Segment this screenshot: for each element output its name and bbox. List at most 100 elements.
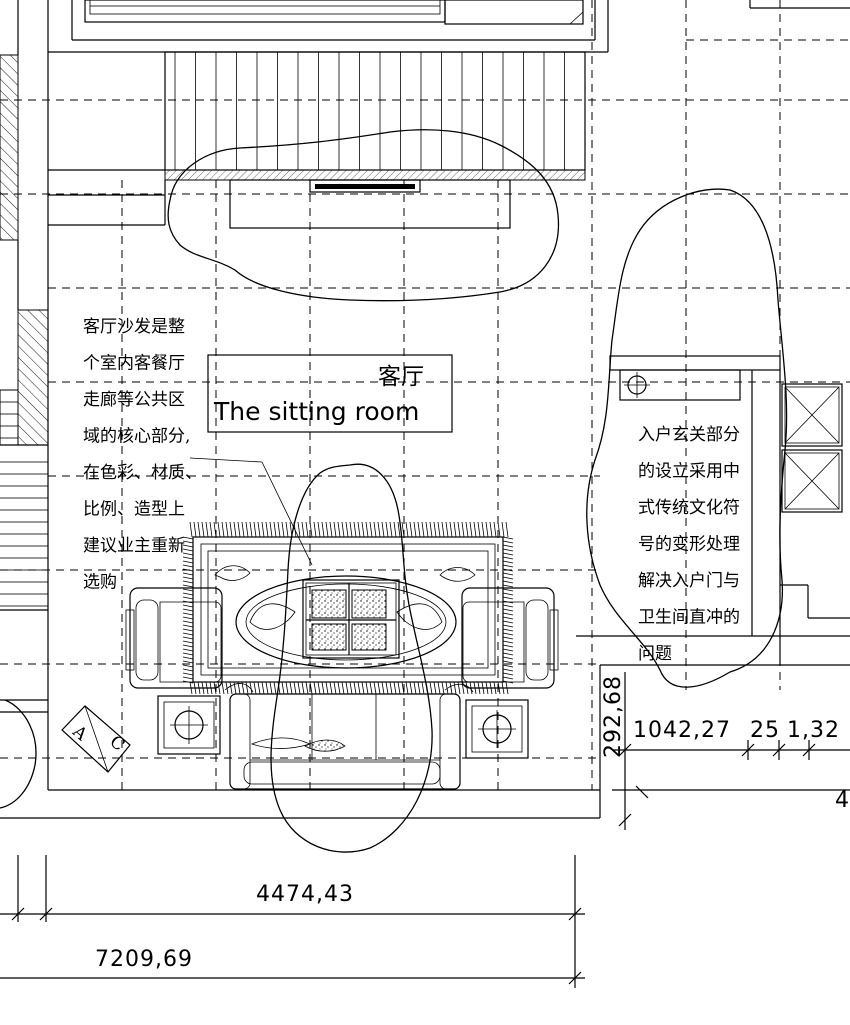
rug-fringe xyxy=(502,640,514,644)
tv-wall-panel xyxy=(48,51,586,229)
rug-fringe xyxy=(182,552,194,556)
rug-fringe xyxy=(401,681,405,695)
rug-fringe xyxy=(317,521,321,538)
rug-fringe xyxy=(401,521,405,538)
rug-fringe xyxy=(502,592,514,596)
rug-fringe xyxy=(453,521,457,538)
room-label-box: 客厅 The sitting room xyxy=(207,354,453,433)
top-cabinet xyxy=(84,0,584,25)
rug-fringe xyxy=(261,681,265,695)
rug-fringe xyxy=(345,521,349,538)
rug-fringe xyxy=(502,564,514,568)
note-leader-line xyxy=(189,457,263,463)
rug-fringe xyxy=(353,681,357,695)
rug-fringe xyxy=(369,521,373,538)
rug-fringe xyxy=(493,521,497,538)
rug-fringe xyxy=(365,521,369,538)
rug-fringe xyxy=(213,521,217,538)
rug-fringe xyxy=(261,521,265,538)
rug-fringe xyxy=(393,521,397,538)
rug-fringe xyxy=(182,664,194,668)
rug-fringe xyxy=(257,681,261,695)
rug-fringe xyxy=(301,681,305,695)
section-marker: A C xyxy=(61,705,131,773)
dimension-right-c: 1,32 xyxy=(787,718,840,743)
rug-fringe xyxy=(182,592,194,596)
rug-fringe xyxy=(502,588,514,592)
rug-fringe xyxy=(377,681,381,695)
rug-fringe xyxy=(325,681,329,695)
dimension-right-edge: 4 xyxy=(835,788,850,813)
rug-fringe xyxy=(277,681,281,695)
rug-fringe xyxy=(269,681,273,695)
rug-fringe xyxy=(265,681,269,695)
rug-fringe xyxy=(502,596,514,600)
rug-fringe xyxy=(502,616,514,620)
rug-fringe xyxy=(182,668,194,672)
rug-fringe xyxy=(405,681,409,695)
rug-fringe xyxy=(237,681,241,695)
rug-fringe xyxy=(445,681,449,695)
rug-fringe xyxy=(437,681,441,695)
rug-fringe xyxy=(182,632,194,636)
rug-fringe xyxy=(429,521,433,538)
rug-fringe xyxy=(502,604,514,608)
rug-fringe xyxy=(197,521,201,538)
rug-fringe xyxy=(441,681,445,695)
rug-fringe xyxy=(465,521,469,538)
rug-fringe xyxy=(373,521,377,538)
rug-fringe xyxy=(182,596,194,600)
rug-fringe xyxy=(182,652,194,656)
rug-fringe xyxy=(182,656,194,660)
marker-a-label: A xyxy=(68,721,92,745)
rug-fringe xyxy=(257,521,261,538)
side-table-left xyxy=(157,695,221,755)
rug-fringe xyxy=(437,521,441,538)
rug-fringe xyxy=(461,521,465,538)
room-label-en: The sitting room xyxy=(213,397,419,426)
dimension-inner: 4474,43 xyxy=(256,882,354,907)
note-line: 解决入户门与 xyxy=(638,571,740,591)
rug-fringe xyxy=(502,612,514,616)
note-line: 比例、造型上 xyxy=(83,500,185,520)
rug-fringe xyxy=(502,580,514,584)
rug-fringe xyxy=(221,681,225,695)
rug-fringe xyxy=(309,681,313,695)
rug-fringe xyxy=(413,681,417,695)
bottom-dimensions: 4474,43 7209,69 xyxy=(0,855,585,988)
rug-fringe xyxy=(253,521,257,538)
rug-fringe xyxy=(337,521,341,538)
note-line: 问题 xyxy=(638,644,672,664)
rug-fringe xyxy=(409,681,413,695)
rug-fringe xyxy=(425,521,429,538)
rug-fringe xyxy=(381,521,385,538)
rug-fringe xyxy=(502,644,514,648)
rug-fringe xyxy=(217,521,221,538)
rug-fringe xyxy=(329,521,333,538)
right-dimensions: 292,68 1042,27 25 1,32 4 xyxy=(601,672,850,830)
entrance-cabinet xyxy=(609,355,850,665)
dimension-right-a: 1042,27 xyxy=(633,718,731,743)
rug-fringe xyxy=(389,521,393,538)
rug-fringe xyxy=(209,521,213,538)
rug-fringe xyxy=(502,660,514,664)
rug-fringe xyxy=(357,521,361,538)
rug-fringe xyxy=(502,632,514,636)
rug-fringe xyxy=(253,681,257,695)
rug-fringe xyxy=(502,628,514,632)
rug-fringe xyxy=(409,521,413,538)
rug-fringe xyxy=(182,648,194,652)
rug-fringe xyxy=(249,521,253,538)
rug-fringe xyxy=(453,681,457,695)
rug-fringe xyxy=(182,576,194,580)
rug-fringe xyxy=(182,636,194,640)
rug-fringe xyxy=(297,521,301,538)
rug-fringe xyxy=(241,521,245,538)
side-table-right xyxy=(465,699,529,759)
rug-fringe xyxy=(421,681,425,695)
rug-fringe xyxy=(389,681,393,695)
rug-fringe xyxy=(265,521,269,538)
rug-fringe xyxy=(449,521,453,538)
